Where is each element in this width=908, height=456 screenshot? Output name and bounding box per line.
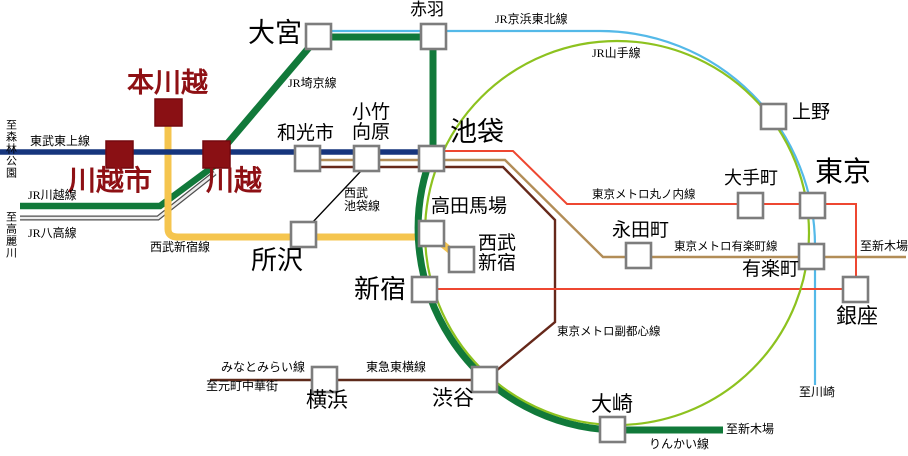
jr-hachiko-line (20, 171, 216, 220)
station-marker-kawagoeshi[interactable] (105, 140, 134, 169)
destination-label-kawasaki: 至川崎 (799, 385, 836, 399)
line-label-jr-hachiko: JR八高線 (28, 226, 77, 240)
station-label-omiya: 大宮 (248, 18, 302, 48)
station-marker-nagatacho[interactable] (624, 241, 653, 270)
station-marker-ikebukuro[interactable] (417, 144, 446, 173)
station-marker-omiya[interactable] (304, 22, 333, 51)
line-label-jr-kawagoe: JR川越線 (28, 188, 77, 202)
destination-label-komagawa: 至高麗川 (4, 211, 17, 259)
station-label-seibu-shinjuku: 西武 新宿 (478, 233, 517, 274)
station-label-yurakucho: 有楽町 (742, 259, 800, 280)
line-label-yurakucho: 東京メトロ有楽町線 (674, 241, 778, 253)
station-label-osaki: 大崎 (591, 392, 633, 416)
jr-kawagoe-line (20, 157, 224, 210)
line-label-jr-yamanote: JR山手線 (592, 46, 641, 60)
station-marker-wakoshi[interactable] (293, 144, 322, 173)
station-marker-hon-kawagoe[interactable] (154, 98, 183, 127)
station-label-ikebukuro: 池袋 (450, 117, 504, 147)
destination-label-shin-kiba-rinkai: 至新木場 (726, 422, 775, 436)
line-label-jr-saikyo: JR埼京線 (288, 76, 337, 90)
jr-saikyo-rinkai-line (207, 33, 723, 434)
station-label-shinjuku: 新宿 (354, 275, 407, 304)
destination-label-shinrin-koen: 至森林公園 (4, 119, 17, 179)
station-marker-otemachi[interactable] (736, 191, 765, 220)
station-label-ueno: 上野 (792, 102, 831, 123)
station-markers (289, 22, 870, 444)
seibu-shinjuku-line (164, 112, 466, 264)
station-marker-takadanobaba[interactable] (417, 219, 446, 248)
line-label-minatomirai: みなとみらい線 (221, 360, 306, 374)
line-label-marunouchi: 東京メトロ丸ノ内線 (592, 189, 696, 201)
station-label-yokohama: 横浜 (306, 388, 348, 412)
line-label-seibu-shinjuku: 西武新宿線 (150, 240, 211, 254)
line-label-tobu-tojo: 東武東上線 (30, 134, 91, 148)
line-label-rinkai: りんかい線 (649, 437, 710, 451)
station-marker-akabane[interactable] (419, 22, 448, 51)
station-marker-ueno[interactable] (759, 102, 788, 131)
station-marker-shinjuku[interactable] (410, 275, 439, 304)
kawagoe-station-markers (105, 98, 231, 169)
station-label-otemachi: 大手町 (724, 168, 778, 188)
station-label-wakoshi: 和光市 (277, 123, 335, 144)
station-marker-shibuya[interactable] (470, 365, 499, 394)
tokyo-metro-yurakucho-line (296, 158, 906, 259)
line-label-fukutoshin: 東京メトロ副都心線 (557, 326, 661, 338)
station-label-shibuya: 渋谷 (432, 386, 474, 410)
station-label-akabane: 赤羽 (410, 0, 444, 19)
destination-label-shin-kiba-metro: 至新木場 (860, 239, 908, 253)
station-marker-yokohama[interactable] (310, 365, 339, 394)
station-marker-tokyo[interactable] (798, 191, 827, 220)
station-label-hon-kawagoe: 本川越 (127, 68, 208, 98)
line-label-tokyu-toyoko: 東急東横線 (366, 360, 427, 374)
station-marker-osaki[interactable] (598, 415, 627, 444)
station-label-kawagoeshi: 川越市 (68, 166, 153, 197)
station-marker-ginza[interactable] (841, 275, 870, 304)
station-marker-kotake-mukaihara[interactable] (352, 144, 381, 173)
station-label-ginza: 銀座 (836, 304, 878, 328)
line-label-jr-keihin-tohoku: JR京浜東北線 (495, 12, 568, 26)
seibu-ikebukuro-line (310, 170, 362, 225)
station-marker-yurakucho[interactable] (797, 242, 826, 271)
station-label-nagatacho: 永田町 (612, 220, 670, 241)
station-marker-kawagoe[interactable] (202, 140, 231, 169)
line-label-seibu-ikebukuro: 西武 池袋線 (344, 186, 381, 213)
station-marker-seibu-shinjuku[interactable] (447, 245, 476, 274)
destination-label-motomachi-chukagai: 至元町中華街 (206, 379, 279, 393)
station-label-kawagoe: 川越 (206, 166, 263, 197)
station-label-tokorozawa: 所沢 (251, 246, 304, 275)
station-label-tokyo: 東京 (815, 157, 872, 188)
station-marker-tokorozawa[interactable] (289, 220, 318, 249)
station-label-kotake-mukaihara: 小竹 向原 (352, 102, 391, 143)
tokyo-metro-marunouchi-line (433, 150, 857, 290)
station-label-takadanobaba: 高田馬場 (431, 196, 508, 217)
